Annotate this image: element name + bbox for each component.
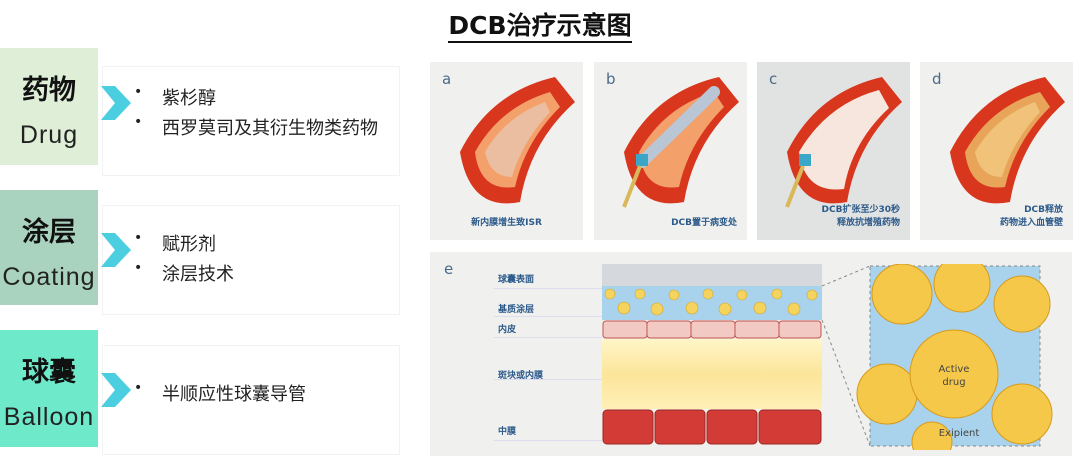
active-drug-label: Active [939, 364, 970, 375]
chevron-right-icon [101, 373, 131, 407]
bullet-item: 紫杉醇 [134, 84, 216, 110]
category-balloon: 球囊 Balloon [0, 330, 98, 447]
layer-label: 中膜 [498, 427, 517, 437]
layer-label: 基质涂层 [498, 305, 535, 315]
panel-caption: 药物进入血管壁 [999, 218, 1063, 228]
panel-letter: c [769, 70, 778, 88]
chevron-right-icon [101, 233, 131, 267]
vessel-layers-illustration: Active drug Exipient [602, 264, 1053, 450]
panel-d: d DCB释放药物进入血管壁 [920, 62, 1073, 240]
vessel-drug-released-illustration [950, 77, 1065, 204]
title-text: DCB治疗示意图 [448, 11, 632, 43]
bullet-item: 西罗莫司及其衍生物类药物 [134, 114, 378, 140]
panel-c: c DCB扩张至少30秒释放抗增殖药物 [757, 62, 910, 240]
category-drug: 药物 Drug [0, 48, 98, 165]
panel-caption: 释放抗增殖药物 [836, 218, 900, 228]
panel-caption: 新内膜增生致ISR [471, 218, 542, 228]
category-en: Drug [19, 121, 79, 149]
category-en: Balloon [3, 403, 95, 431]
category-zh: 球囊 [22, 357, 76, 388]
panel-caption: DCB置于病变处 [671, 218, 737, 228]
panel-caption: DCB释放 [1024, 205, 1063, 215]
bullet-item: 涂层技术 [134, 260, 234, 286]
category-coating: 涂层 Coating [0, 190, 98, 305]
vessel-with-catheter-illustration [622, 77, 739, 208]
panel-letter: a [442, 70, 452, 88]
category-zh: 涂层 [22, 217, 76, 248]
panel-e: e 球囊表面 基质涂层 内皮 斑块或内膜 中膜 Active drug Exip… [430, 252, 1072, 456]
bullet-item: 赋形剂 [134, 230, 216, 256]
chevron-right-icon [101, 86, 131, 120]
vessel-inflated-balloon-illustration [785, 77, 902, 208]
panel-b: b DCB置于病变处 [594, 62, 747, 240]
panel-caption: DCB扩张至少30秒 [821, 205, 900, 215]
active-drug-label: drug [942, 377, 965, 388]
category-zh: 药物 [22, 75, 76, 106]
vessel-illustration [460, 77, 575, 204]
bullet-item: 半顺应性球囊导管 [134, 380, 306, 406]
category-en: Coating [2, 263, 96, 291]
layer-label: 斑块或内膜 [498, 371, 544, 381]
panel-letter: d [932, 70, 942, 88]
panel-letter: b [606, 70, 616, 88]
page-title: DCB治疗示意图 [0, 6, 1080, 43]
panel-letter: e [444, 260, 454, 278]
layer-label: 球囊表面 [498, 275, 535, 285]
excipient-label: Exipient [939, 428, 980, 439]
layer-label: 内皮 [498, 325, 517, 335]
panel-a: a 新内膜增生致ISR [430, 62, 583, 240]
